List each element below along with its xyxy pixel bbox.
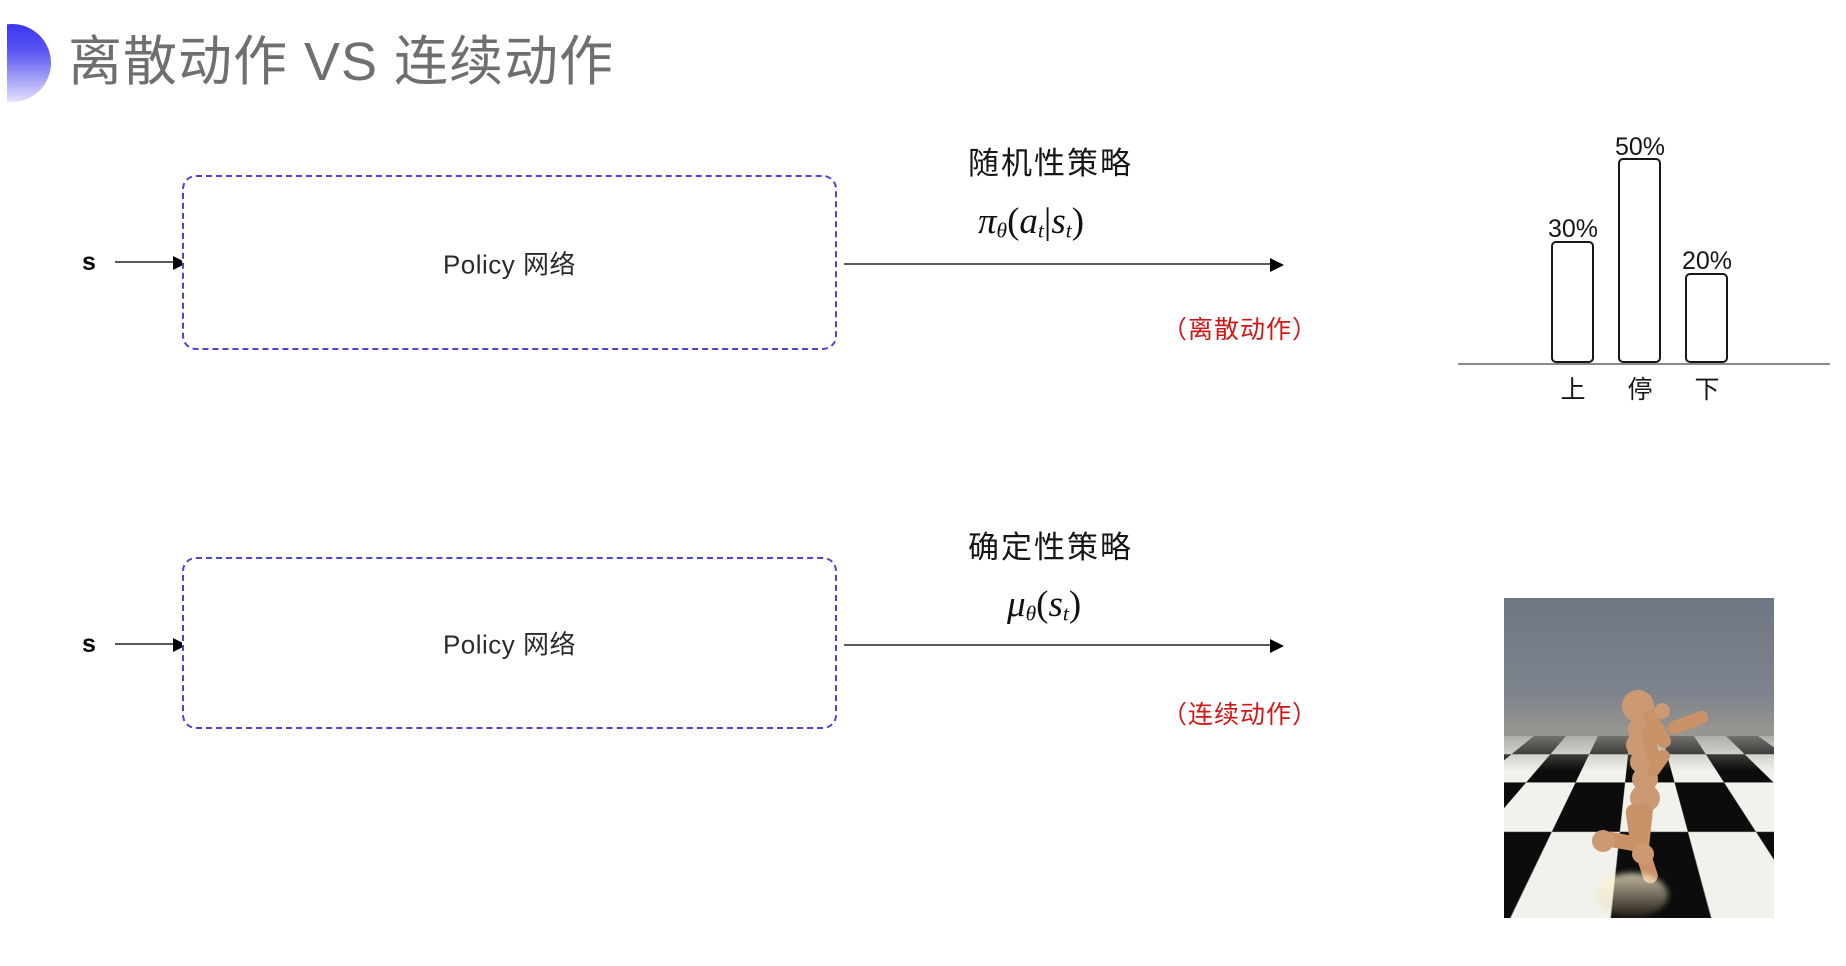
policy-network-box-continuous[interactable]: Policy 网络 <box>182 557 837 729</box>
formula-open-paren: ( <box>1007 201 1020 242</box>
formula-theta: θ <box>996 218 1008 243</box>
policy-formula-discrete: πθ(at|st) <box>978 200 1084 244</box>
bar-value-1: 50% <box>1614 133 1666 161</box>
formula-close-paren: ) <box>1068 584 1082 625</box>
page-title: 离散动作 VS 连续动作 <box>68 32 615 92</box>
formula-arg-sub: t <box>1062 601 1069 626</box>
bar-0 <box>1551 241 1594 363</box>
state-label-discrete: s <box>82 248 96 276</box>
policy-formula-continuous: μθ(st) <box>1007 583 1081 627</box>
humanoid-floor-reflection <box>1596 873 1668 917</box>
formula-bar: | <box>1043 201 1052 242</box>
formula-open-paren: ( <box>1036 584 1049 625</box>
policy-network-box-discrete[interactable]: Policy 网络 <box>182 175 837 350</box>
bar-value-2: 20% <box>1681 247 1733 275</box>
policy-network-label-discrete: Policy 网络 <box>442 249 577 279</box>
arrow-policy-to-output-discrete <box>844 258 1284 272</box>
humanoid-foot <box>1632 844 1654 864</box>
arrow-state-to-policy-continuous <box>115 638 187 652</box>
formula-cond-sub: t <box>1065 218 1072 243</box>
chart-x-axis <box>1458 363 1830 365</box>
arrow-state-to-policy-discrete <box>115 256 187 270</box>
formula-arg: a <box>1019 201 1038 242</box>
formula-arg: s <box>1048 584 1063 625</box>
policy-type-title-discrete: 随机性策略 <box>968 146 1133 181</box>
formula-close-paren: ) <box>1071 201 1085 242</box>
formula-theta: θ <box>1025 601 1037 626</box>
humanoid-simulation-image <box>1504 598 1774 918</box>
title-bullet-icon <box>7 24 69 102</box>
action-note-continuous: （连续动作） <box>1162 701 1319 729</box>
arrow-policy-to-output-continuous <box>844 639 1284 653</box>
bar-value-0: 30% <box>1547 215 1599 243</box>
formula-fn: μ <box>1007 584 1026 625</box>
humanoid-hand-left <box>1654 703 1670 719</box>
formula-cond: s <box>1051 201 1066 242</box>
action-note-discrete: （离散动作） <box>1162 316 1319 344</box>
bar-category-1: 停 <box>1627 376 1653 404</box>
policy-network-label-continuous: Policy 网络 <box>442 629 577 660</box>
formula-fn: π <box>978 201 997 242</box>
bar-2 <box>1685 273 1728 363</box>
bar-category-2: 下 <box>1694 376 1720 404</box>
humanoid-knee-back <box>1592 830 1614 852</box>
formula-arg-sub: t <box>1037 218 1044 243</box>
bar-category-0: 上 <box>1560 376 1586 404</box>
bar-1 <box>1618 158 1661 363</box>
state-label-continuous: s <box>82 630 96 658</box>
discrete-action-bar-chart: 30% 上 50% 停 20% 下 <box>1458 120 1830 415</box>
policy-type-title-continuous: 确定性策略 <box>968 530 1133 565</box>
